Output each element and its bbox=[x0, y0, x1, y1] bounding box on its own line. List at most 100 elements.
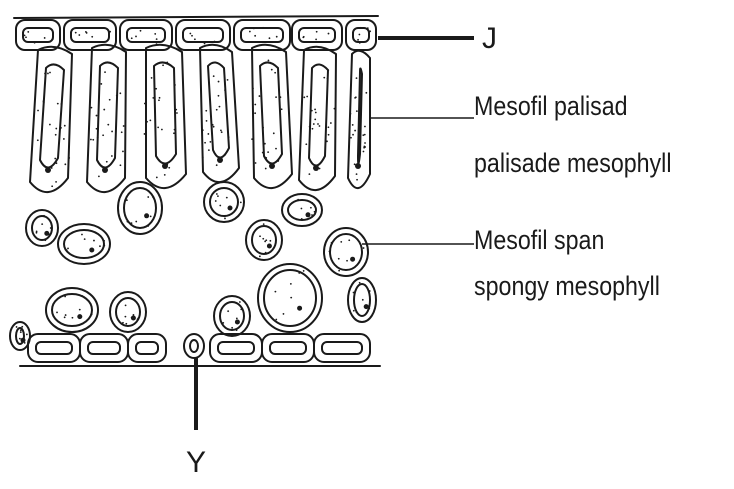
stipple-dot bbox=[239, 301, 241, 303]
stipple-dot bbox=[365, 92, 367, 94]
stipple-dot bbox=[360, 27, 362, 29]
spongy-nucleus bbox=[364, 304, 369, 309]
upper-epidermis-cell-lumen bbox=[71, 28, 109, 42]
stipple-dot bbox=[319, 168, 321, 170]
spongy-cell-inner bbox=[52, 294, 92, 326]
stipple-dot bbox=[26, 334, 28, 336]
stipple-dot bbox=[303, 270, 305, 272]
stipple-dot bbox=[60, 127, 62, 129]
stipple-dot bbox=[91, 314, 93, 316]
stipple-dot bbox=[194, 38, 196, 40]
stipple-dot bbox=[147, 225, 149, 227]
lower-epidermis-cell-lumen bbox=[36, 342, 72, 354]
stipple-dot bbox=[44, 37, 46, 39]
stipple-dot bbox=[78, 34, 80, 36]
stipple-dot bbox=[116, 95, 118, 97]
stipple-dot bbox=[100, 83, 102, 85]
stipple-dot bbox=[72, 317, 74, 319]
stipple-dot bbox=[156, 38, 158, 40]
stipple-dot bbox=[306, 96, 308, 98]
label-palisade-english: palisade mesophyll bbox=[474, 150, 671, 177]
stipple-dot bbox=[259, 235, 261, 237]
spongy-cell-inner bbox=[32, 216, 52, 240]
stipple-dot bbox=[131, 317, 133, 319]
stipple-dot bbox=[122, 322, 124, 324]
stipple-dot bbox=[276, 36, 278, 38]
palisade-cell-vacuole bbox=[154, 62, 176, 163]
stipple-dot bbox=[281, 108, 283, 110]
stipple-dot bbox=[213, 75, 215, 77]
spongy-nucleus bbox=[267, 244, 272, 249]
stipple-dot bbox=[111, 155, 113, 157]
stipple-dot bbox=[67, 248, 69, 250]
stipple-dot bbox=[360, 93, 362, 95]
stipple-dot bbox=[311, 214, 313, 216]
stipple-dot bbox=[91, 107, 93, 109]
lower-epidermis-cell-lumen bbox=[88, 342, 120, 354]
stipple-dot bbox=[329, 251, 331, 253]
stipple-dot bbox=[236, 329, 238, 331]
label-spongy-malay: Mesofil span bbox=[474, 227, 604, 254]
lower-epidermis-cell-lumen bbox=[136, 342, 158, 354]
stipple-dot bbox=[263, 223, 265, 225]
stipple-dot bbox=[338, 258, 340, 260]
stipple-dot bbox=[107, 124, 109, 126]
stipple-dot bbox=[269, 37, 271, 39]
stipple-dot bbox=[125, 323, 127, 325]
stipple-dot bbox=[290, 283, 292, 285]
stipple-dot bbox=[133, 314, 135, 316]
stipple-dot bbox=[297, 199, 299, 201]
stipple-dot bbox=[254, 104, 256, 106]
stipple-dot bbox=[283, 313, 285, 315]
spongy-cell-inner bbox=[252, 226, 276, 254]
stipple-dot bbox=[356, 110, 358, 112]
spongy-cell-inner bbox=[124, 188, 156, 228]
spongy-nucleus bbox=[297, 306, 302, 311]
stipple-dot bbox=[51, 185, 53, 187]
stipple-dot bbox=[262, 127, 264, 129]
stipple-dot bbox=[353, 310, 355, 312]
stipple-dot bbox=[364, 126, 366, 128]
stipple-dot bbox=[207, 133, 209, 135]
stipple-dot bbox=[315, 112, 317, 114]
stipple-dot bbox=[75, 32, 77, 34]
stipple-dot bbox=[328, 33, 330, 35]
stipple-dot bbox=[221, 131, 223, 133]
stipple-dot bbox=[175, 109, 177, 111]
stipple-dot bbox=[319, 125, 321, 127]
stipple-dot bbox=[290, 297, 292, 299]
lower-epidermis-cell bbox=[128, 334, 166, 362]
stipple-dot bbox=[50, 227, 52, 229]
stipple-dot bbox=[43, 100, 45, 102]
lower-epidermis-cell-lumen bbox=[322, 342, 362, 354]
stipple-dot bbox=[126, 199, 128, 201]
stipple-dot bbox=[226, 197, 228, 199]
stipple-dot bbox=[262, 27, 264, 29]
spongy-nucleus bbox=[228, 206, 233, 211]
stipple-dot bbox=[259, 95, 261, 97]
stipple-dot bbox=[24, 342, 26, 344]
stipple-dot bbox=[317, 123, 319, 125]
stipple-dot bbox=[265, 252, 267, 254]
stipple-dot bbox=[127, 221, 129, 223]
palisade-cell-vacuole bbox=[358, 68, 362, 163]
stipple-dot bbox=[268, 60, 270, 62]
stipple-dot bbox=[334, 108, 336, 110]
stipple-dot bbox=[47, 73, 49, 75]
stipple-dot bbox=[157, 126, 159, 128]
stipple-dot bbox=[64, 296, 66, 298]
stipple-dot bbox=[146, 121, 148, 123]
stipple-dot bbox=[354, 130, 356, 132]
stipple-dot bbox=[362, 134, 364, 136]
stipple-dot bbox=[220, 129, 222, 131]
stipple-dot bbox=[64, 316, 66, 318]
stipple-dot bbox=[103, 245, 105, 247]
stipple-dot bbox=[354, 163, 356, 165]
stipple-dot bbox=[20, 329, 22, 331]
stipple-dot bbox=[240, 201, 242, 203]
stipple-dot bbox=[223, 305, 225, 307]
stipple-dot bbox=[311, 202, 313, 204]
palisade-nucleus bbox=[355, 163, 361, 169]
stipple-dot bbox=[103, 109, 105, 111]
